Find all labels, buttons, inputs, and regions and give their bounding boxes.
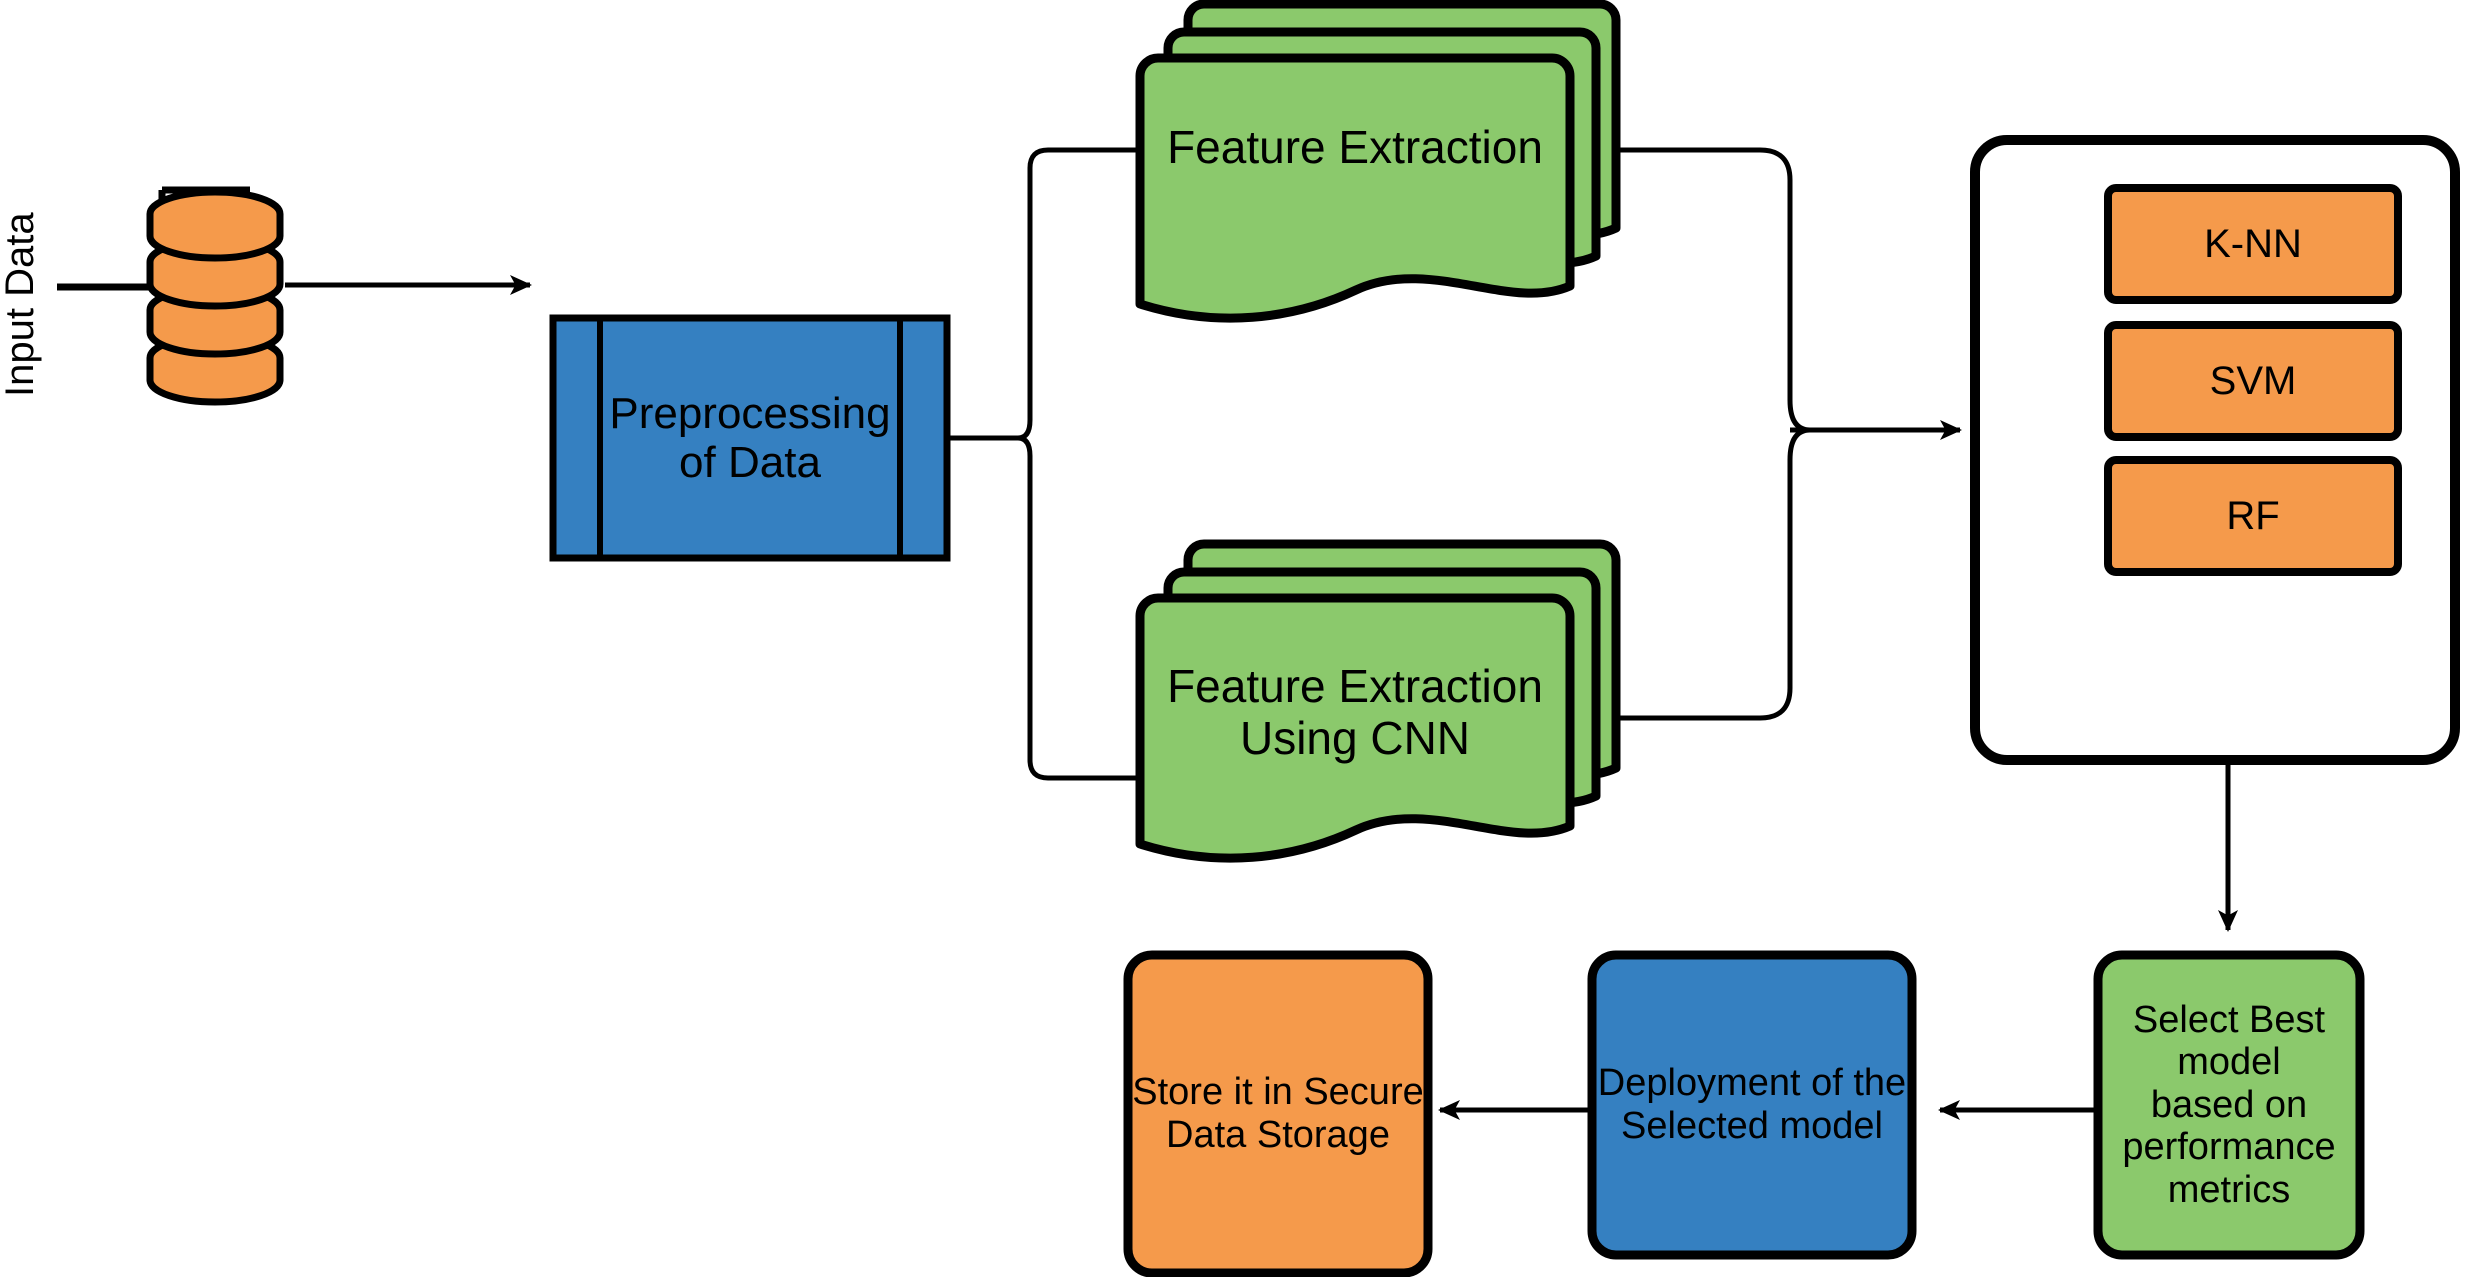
input-data-label: Input Data bbox=[0, 212, 42, 398]
edge-preprocessing-split bbox=[950, 140, 1162, 788]
node-preprocessing[interactable] bbox=[549, 314, 951, 562]
node-deployment[interactable] bbox=[1587, 950, 1917, 1260]
node-feature-extraction-cnn[interactable] bbox=[1135, 539, 1621, 863]
node-classifier-svm[interactable] bbox=[2104, 321, 2402, 441]
node-feature-extraction[interactable] bbox=[1135, 0, 1621, 323]
database-cylinder-stack bbox=[146, 188, 284, 406]
edge-features-merge bbox=[1616, 147, 1962, 721]
node-secure-storage[interactable] bbox=[1123, 950, 1433, 1277]
node-classifier-rf[interactable] bbox=[2104, 456, 2402, 576]
node-classifier-knn[interactable] bbox=[2104, 184, 2402, 304]
node-select-best-model[interactable] bbox=[2093, 950, 2365, 1260]
